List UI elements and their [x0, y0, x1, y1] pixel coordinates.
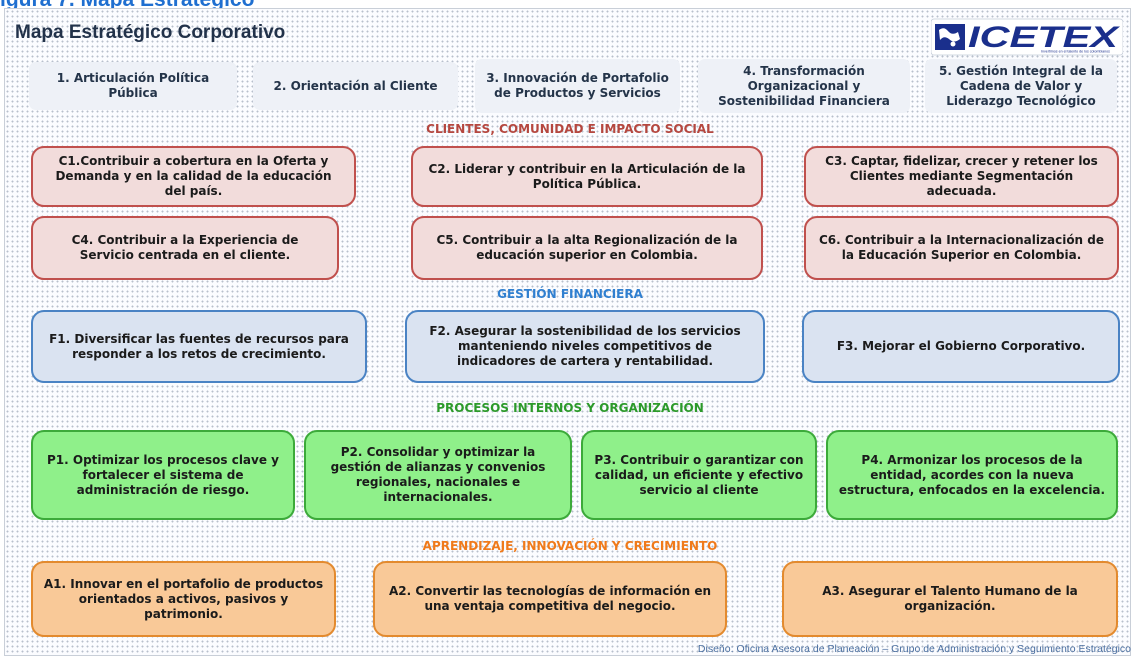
objective-a1: A1. Innovar en el portafolio de producto… [31, 561, 336, 637]
objective-f1: F1. Diversificar las fuentes de recursos… [31, 310, 367, 383]
perspective-2: 2. Orientación al Cliente [253, 62, 458, 110]
map-title: Mapa Estratégico Corporativo [15, 22, 286, 43]
perspective-5: 5. Gestión Integral de la Cadena de Valo… [925, 59, 1117, 113]
objective-c6: C6. Contribuir a la Internacionalización… [804, 216, 1119, 280]
icetex-logo: ICETEX Invertimos en el talento de los c… [931, 18, 1123, 56]
objective-p1: P1. Optimizar los procesos clave y forta… [31, 430, 295, 520]
design-credit: Diseño: Oficina Asesora de Planeación – … [697, 643, 1131, 655]
section-heading-clientes: CLIENTES, COMUNIDAD E IMPACTO SOCIAL [426, 122, 714, 136]
section-heading-aprendizaje: APRENDIZAJE, INNOVACIÓN Y CRECIMIENTO [422, 539, 718, 553]
objective-c4: C4. Contribuir a la Experiencia de Servi… [31, 216, 339, 280]
objective-p2: P2. Consolidar y optimizar la gestión de… [304, 430, 572, 520]
objective-c3: C3. Captar, fidelizar, crecer y retener … [804, 146, 1119, 207]
objective-c5: C5. Contribuir a la alta Regionalización… [411, 216, 763, 280]
perspective-1: 1. Articulación Política Pública [29, 62, 237, 110]
section-heading-financiera: GESTIÓN FINANCIERA [497, 287, 643, 301]
perspective-4: 4. Transformación Organizacional y Soste… [698, 59, 910, 113]
objective-f2: F2. Asegurar la sostenibilidad de los se… [405, 310, 765, 383]
objective-a3: A3. Asegurar el Talento Humano de la org… [782, 561, 1118, 637]
strategy-map-panel: Mapa Estratégico Corporativo ICETEX Inve… [4, 8, 1131, 656]
objective-f3: F3. Mejorar el Gobierno Corporativo. [802, 310, 1120, 383]
logo-tagline: Invertimos en el talento de los colombia… [1041, 50, 1110, 54]
objective-c1: C1.Contribuir a cobertura en la Oferta y… [31, 146, 356, 207]
objective-p3: P3. Contribuir o garantizar con calidad,… [581, 430, 817, 520]
objective-p4: P4. Armonizar los procesos de la entidad… [826, 430, 1118, 520]
section-heading-procesos: PROCESOS INTERNOS Y ORGANIZACIÓN [436, 401, 704, 415]
perspective-3: 3. Innovación de Portafolio de Productos… [475, 59, 680, 113]
figure-caption: igura 7. Mapa Estratégico [0, 0, 254, 10]
objective-c2: C2. Liderar y contribuir en la Articulac… [411, 146, 763, 207]
map-emblem-icon [935, 24, 965, 50]
logo-wordmark: ICETEX [968, 21, 1121, 54]
objective-a2: A2. Convertir las tecnologías de informa… [373, 561, 727, 637]
